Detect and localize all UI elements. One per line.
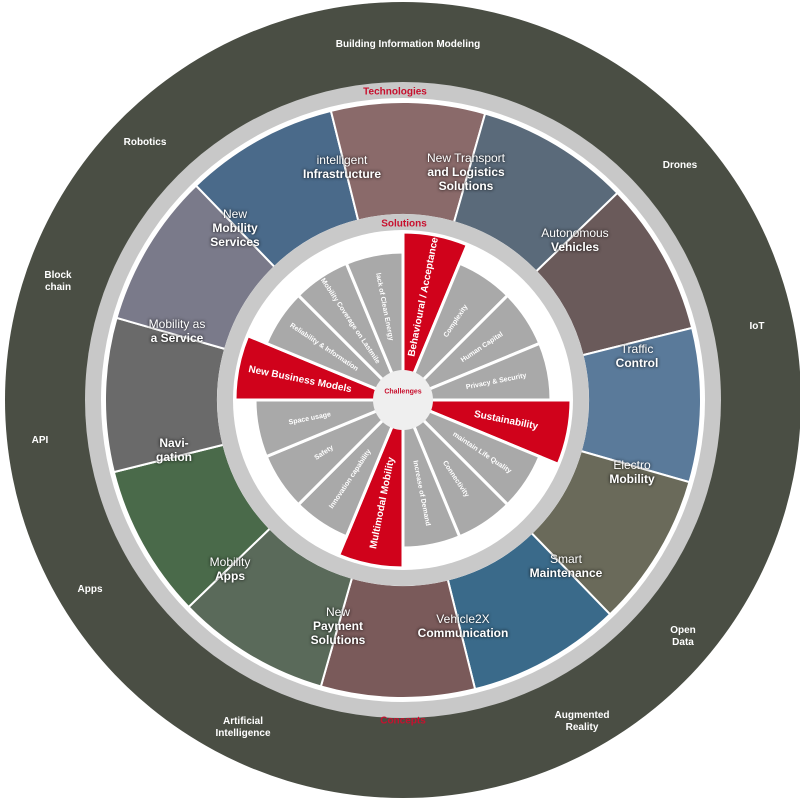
- solution-line1: Smart: [549, 552, 582, 566]
- solution-line1: Vehicle2X: [436, 612, 490, 626]
- solution-line2: Maintenance: [529, 566, 603, 580]
- solution-line1: Navi-: [159, 436, 189, 450]
- solution-navigation: Navi-gation: [156, 436, 192, 464]
- solution-line2: Infrastructure: [302, 167, 382, 181]
- solution-line2: and Logistics Solutions: [427, 165, 505, 193]
- outer-label-ar: Augmented Reality: [554, 710, 610, 733]
- challenges-hub: [373, 370, 433, 430]
- solution-line2: Mobility Services: [210, 221, 260, 249]
- solution-line1: intelligent: [316, 153, 368, 167]
- hub-label-challenges: Challenges: [384, 388, 422, 396]
- solution-line1: New: [325, 605, 350, 619]
- solution-line2: Control: [615, 356, 659, 370]
- outer-label-robotics: Robotics: [123, 137, 167, 148]
- solution-line2: Communication: [417, 626, 509, 640]
- solution-line1: Mobility as: [148, 317, 206, 331]
- ring-label-solutions: Solutions: [381, 218, 427, 230]
- solution-line1: Autonomous: [541, 226, 609, 240]
- outer-label-iot: IoT: [749, 321, 765, 332]
- solution-line2: Payment Solutions: [310, 619, 366, 647]
- ring-label-technologies: Technologies: [363, 86, 427, 98]
- outer-label-open-data: Open Data: [670, 625, 696, 648]
- solution-line1: New Transport: [426, 151, 506, 165]
- solution-line1: Mobility: [209, 555, 251, 569]
- outer-label-apps: Apps: [77, 584, 103, 595]
- solution-line1: New: [222, 207, 247, 221]
- ring-label-concepts: Concepts: [380, 715, 426, 727]
- solution-line2: Mobility: [609, 472, 655, 486]
- outer-label-api: API: [31, 435, 49, 446]
- outer-label-ai: Artificial Intelligence: [215, 716, 271, 739]
- outer-label-drones: Drones: [662, 160, 698, 171]
- solution-line2: a Service: [150, 331, 204, 345]
- solution-line1: Traffic: [620, 342, 654, 356]
- solution-line1: Electro: [613, 458, 651, 472]
- solution-line2: Vehicles: [550, 240, 600, 254]
- solution-line2: gation: [156, 450, 192, 464]
- outer-label-bim: Building Information Modeling: [335, 39, 481, 50]
- solution-line2: Apps: [215, 569, 245, 583]
- outer-label-blockchain: Block chain: [44, 270, 72, 293]
